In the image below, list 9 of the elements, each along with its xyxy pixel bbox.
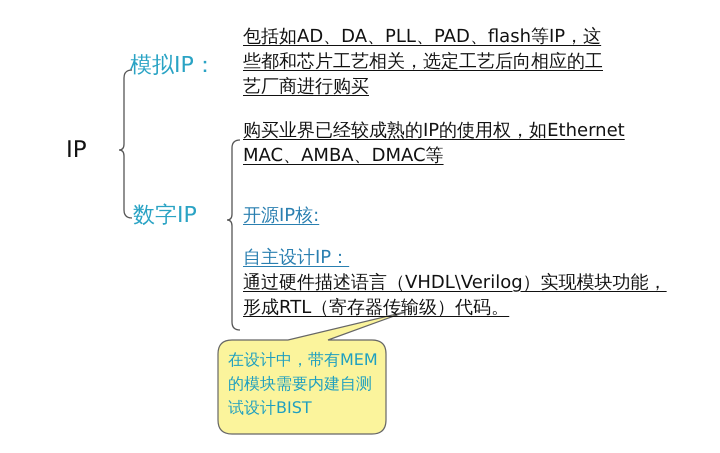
category-label: 模拟IP： xyxy=(130,53,217,78)
description-text: 通过硬件描述语言（VHDL\Verilog）实现模块功能，形成RTL（寄存器传输级）代码。 xyxy=(243,271,668,320)
callout-text: 在设计中，带有MEM的模块需要内建自测试设计BIST xyxy=(228,349,379,419)
description-text: 包括如AD、DA、PLL、PAD、flash等IP，这些都和芯片工艺相关，选定工艺后向相应的工艺厂商进行购买 xyxy=(243,25,603,99)
root-label: IP xyxy=(66,138,88,163)
subcategory-label: 开源IP核: xyxy=(243,204,320,228)
description-text: 购买业界已经较成熟的IP的使用权，如Ethernet MAC、AMBA、DMAC等 xyxy=(243,119,626,168)
category-label: 数字IP xyxy=(133,203,198,228)
subcategory-label: 自主设计IP： xyxy=(243,246,350,270)
